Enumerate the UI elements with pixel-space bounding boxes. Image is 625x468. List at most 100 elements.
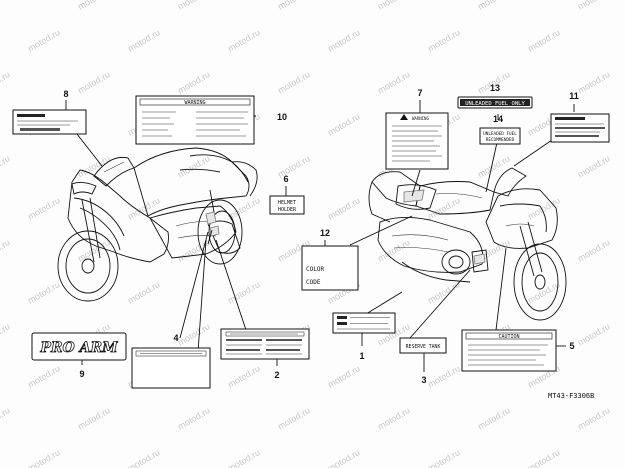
watermark-text: motod.ru <box>26 27 62 53</box>
watermark-text: motod.ru <box>126 195 162 221</box>
diagram-code: MT43-F3306B <box>548 392 594 400</box>
watermark-text: motod.ru <box>326 27 362 53</box>
watermark-text: motod.ru <box>276 69 312 95</box>
watermark-text: motod.ru <box>276 405 312 431</box>
watermark-text: motod.ru <box>126 279 162 305</box>
watermark-text: motod.ru <box>376 0 412 12</box>
watermark-text: motod.ru <box>426 279 462 305</box>
watermark-text: motod.ru <box>576 0 612 12</box>
callout-2: 2 <box>274 370 279 380</box>
callout-12: 12 <box>320 228 330 238</box>
watermark-text: motod.ru <box>0 69 12 95</box>
helmet-line1: HELMET <box>278 200 296 206</box>
watermark-text: motod.ru <box>276 153 312 179</box>
callout-5: 5 <box>569 341 574 351</box>
watermark-text: motod.ru <box>226 279 262 305</box>
watermark-text: motod.ru <box>376 405 412 431</box>
callout-7: 7 <box>417 88 422 98</box>
callout-numbers: 8 10 6 12 7 13 14 11 9 4 2 1 3 5 <box>63 83 578 385</box>
label-7-warning-text: WARNING <box>412 116 429 121</box>
watermark-text: motod.ru <box>176 69 212 95</box>
watermark-text: motod.ru <box>226 27 262 53</box>
watermark-text: motod.ru <box>426 447 462 468</box>
watermark-text: motod.ru <box>326 111 362 137</box>
watermark-text: motod.ru <box>326 363 362 389</box>
callout-14: 14 <box>493 114 503 124</box>
label-8-decal <box>12 109 87 135</box>
reserve-tank-text: RESERVE TANK <box>406 344 441 350</box>
callout-1: 1 <box>359 351 364 361</box>
callout-9: 9 <box>79 369 84 379</box>
watermark-text: motod.ru <box>26 279 62 305</box>
watermark-text: motod.ru <box>526 27 562 53</box>
label-10-warning: WARNING <box>135 95 255 145</box>
watermark-text: motod.ru <box>126 447 162 468</box>
caution-text: CAUTION <box>498 334 519 340</box>
label-13-unleaded-fuel: UNLEADED FUEL ONLY <box>457 96 533 109</box>
watermark-text: motod.ru <box>226 363 262 389</box>
unleaded-rec-line2: RECOMMENDED <box>486 137 515 143</box>
pro-arm-text: PRO ARM <box>39 340 118 356</box>
unleaded-rec-line1: UNLEADED FUEL <box>483 131 517 137</box>
watermark-text: motod.ru <box>176 0 212 12</box>
callout-3: 3 <box>421 375 426 385</box>
watermark-text: motod.ru <box>0 405 12 431</box>
code-text: CODE <box>306 279 321 286</box>
watermark-text: motod.ru <box>26 363 62 389</box>
motorcycle-right <box>368 167 567 321</box>
watermark-text: motod.ru <box>426 195 462 221</box>
label-11-decal <box>550 113 610 143</box>
watermark-text: motod.ru <box>326 195 362 221</box>
color-text: COLOR <box>306 266 324 273</box>
label-5-caution: CAUTION <box>461 329 557 372</box>
helmet-line2: HOLDER <box>278 207 297 213</box>
watermark-text: motod.ru <box>576 69 612 95</box>
watermark-text: motod.ru <box>376 69 412 95</box>
watermark-text: motod.ru <box>576 321 612 347</box>
watermark-text: motod.ru <box>126 27 162 53</box>
watermark-text: motod.ru <box>426 363 462 389</box>
callout-6: 6 <box>283 174 288 184</box>
watermark-text: motod.ru <box>26 447 62 468</box>
watermark-text: motod.ru <box>576 405 612 431</box>
label-14-unleaded-recommended: UNLEADED FUEL RECOMMENDED <box>479 127 521 145</box>
callout-10: 10 <box>277 112 287 122</box>
label-6-helmet-holder: HELMET HOLDER <box>269 195 305 215</box>
warning-text: WARNING <box>184 100 205 106</box>
watermark-text: motod.ru <box>76 0 112 12</box>
label-2-decal <box>220 328 310 360</box>
watermark-text: motod.ru <box>0 0 12 12</box>
watermark-text: motod.ru <box>26 195 62 221</box>
label-4-decal <box>131 347 211 389</box>
label-3-reserve-tank: RESERVE TANK <box>399 337 447 354</box>
label-12-color-code: COLOR CODE <box>301 245 359 291</box>
watermark-text: motod.ru <box>326 447 362 468</box>
callout-8: 8 <box>63 89 68 99</box>
callout-13: 13 <box>490 83 500 93</box>
watermark-text: motod.ru <box>226 447 262 468</box>
watermark-text: motod.ru <box>0 237 12 263</box>
watermark-text: motod.ru <box>176 405 212 431</box>
watermark-text: motod.ru <box>276 0 312 12</box>
label-7-warning: WARNING <box>385 112 449 170</box>
watermark-text: motod.ru <box>0 153 12 179</box>
watermark-text: motod.ru <box>526 447 562 468</box>
watermark-text: motod.ru <box>76 69 112 95</box>
watermark-text: motod.ru <box>576 153 612 179</box>
watermark-text: motod.ru <box>176 237 212 263</box>
callout-11: 11 <box>569 91 579 101</box>
label-9-pro-arm: PRO ARM <box>31 332 127 361</box>
watermark-text: motod.ru <box>0 321 12 347</box>
watermark-text: motod.ru <box>76 405 112 431</box>
callout-4: 4 <box>173 333 178 343</box>
unleaded-fuel-only-text: UNLEADED FUEL ONLY <box>465 101 525 107</box>
label-1-decal <box>332 312 396 334</box>
watermark-text: motod.ru <box>476 405 512 431</box>
watermark-text: motod.ru <box>426 27 462 53</box>
watermark-text: motod.ru <box>176 153 212 179</box>
watermark-text: motod.ru <box>476 0 512 12</box>
watermark-text: motod.ru <box>576 237 612 263</box>
motorcycle-left <box>57 147 258 302</box>
